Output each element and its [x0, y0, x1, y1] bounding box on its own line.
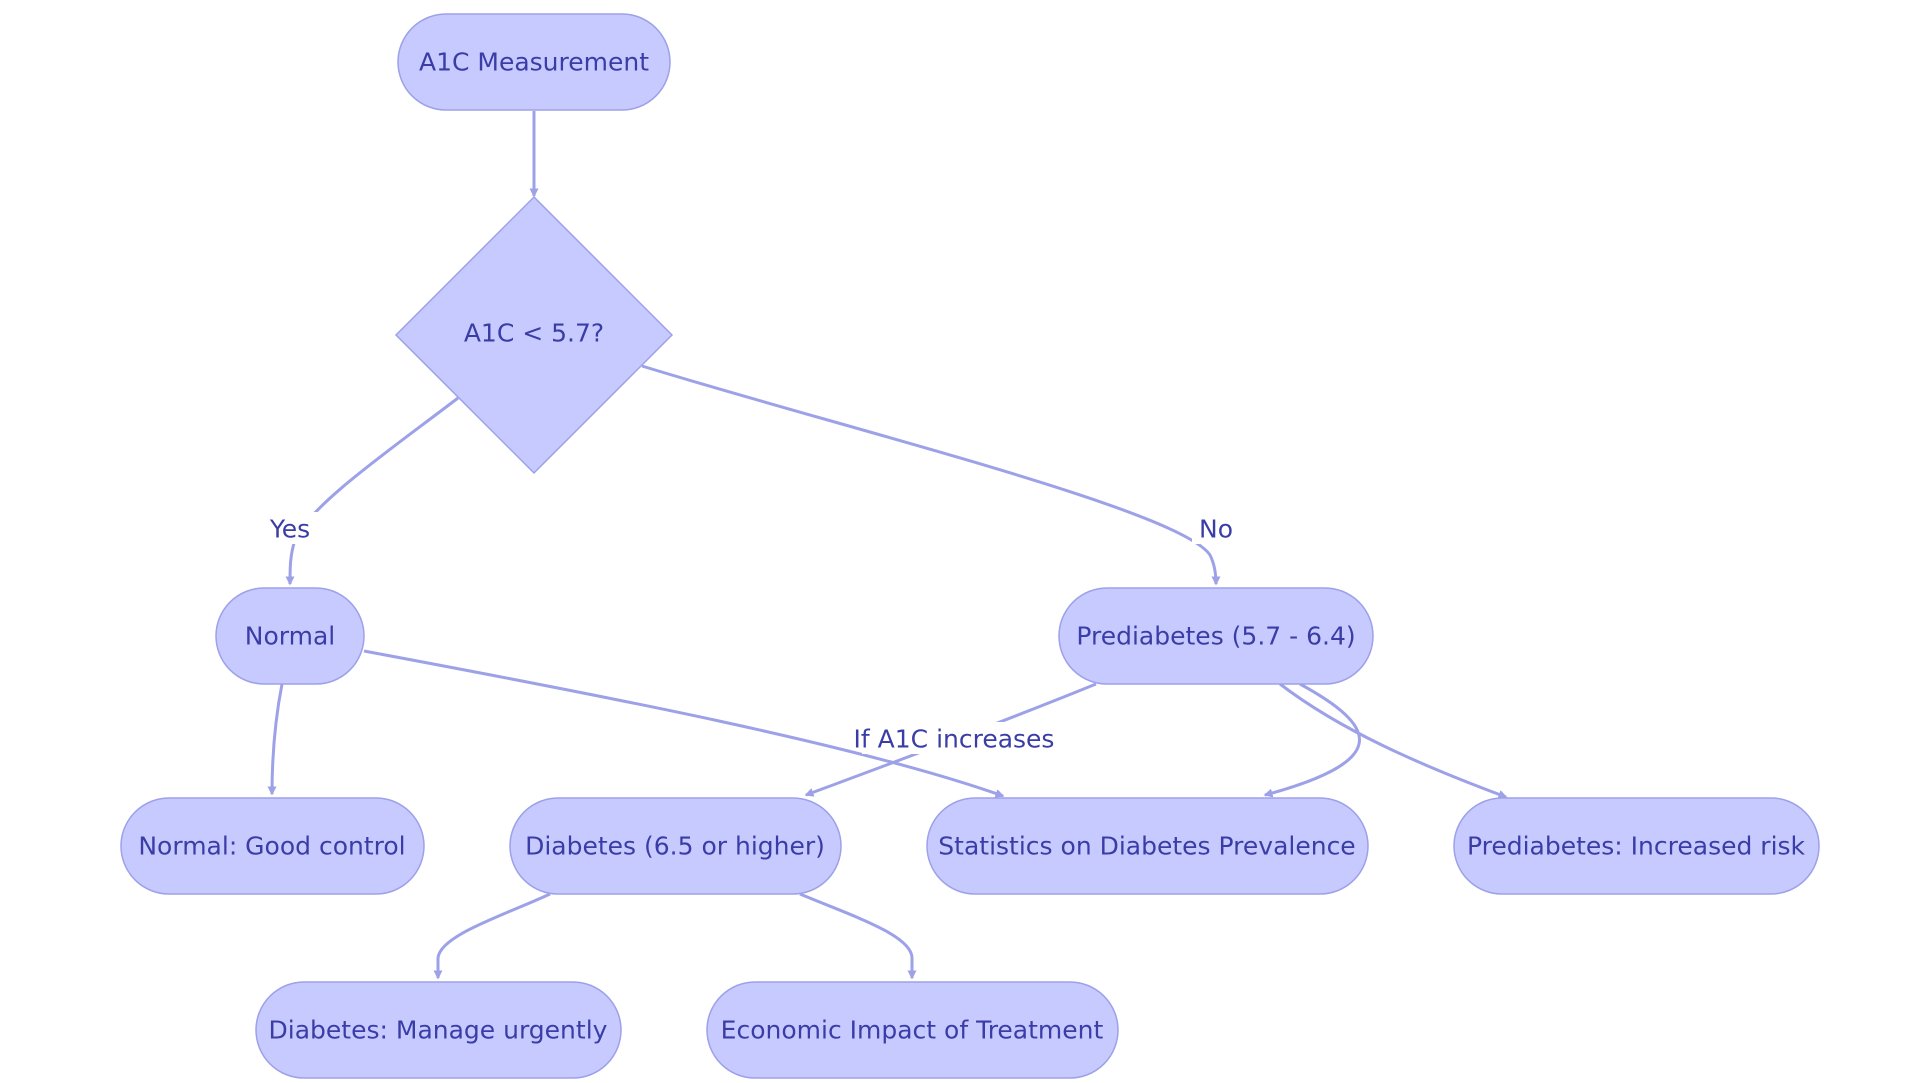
- nodes: A1C Measurement A1C < 5.7? Normal Predia…: [120, 13, 1820, 1079]
- edge-label-no-bg: [1192, 512, 1242, 544]
- node-normal-good-control-label: Normal: Good control: [138, 832, 405, 861]
- node-diabetes-manage-urgently[interactable]: Diabetes: Manage urgently: [255, 981, 622, 1079]
- node-normal-good-control-shape: [120, 797, 425, 895]
- edge-labels: Yes No If A1C increases: [262, 512, 1242, 754]
- edge-normal-to-statistics: [363, 649, 1005, 798]
- node-statistics-shape: [926, 797, 1369, 895]
- node-economic-impact-label: Economic Impact of Treatment: [721, 1016, 1104, 1045]
- node-normal[interactable]: Normal: [215, 587, 365, 685]
- edge-label-yes: Yes: [269, 515, 310, 544]
- edge-label-yes-bg: [262, 512, 318, 544]
- node-diabetes-shape: [509, 797, 842, 895]
- node-diabetes-manage-urgently-shape: [255, 981, 622, 1079]
- node-normal-label: Normal: [245, 622, 335, 651]
- node-statistics[interactable]: Statistics on Diabetes Prevalence: [926, 797, 1369, 895]
- node-statistics-label: Statistics on Diabetes Prevalence: [938, 832, 1355, 861]
- node-diabetes-manage-urgently-label: Diabetes: Manage urgently: [269, 1016, 608, 1045]
- node-a1c-measurement[interactable]: A1C Measurement: [397, 13, 671, 111]
- node-normal-good-control[interactable]: Normal: Good control: [120, 797, 425, 895]
- node-prediabetes-shape: [1058, 587, 1374, 685]
- node-diabetes[interactable]: Diabetes (6.5 or higher): [509, 797, 842, 895]
- edge-prediabetes-to-statistics: [1263, 682, 1361, 798]
- node-economic-impact-shape: [706, 981, 1119, 1079]
- edge-diabetes-to-economic-impact: [799, 892, 917, 980]
- node-prediabetes-label: Prediabetes (5.7 - 6.4): [1076, 622, 1355, 651]
- node-a1c-measurement-label: A1C Measurement: [419, 48, 649, 77]
- node-decision-label: A1C < 5.7?: [464, 319, 604, 348]
- node-prediabetes[interactable]: Prediabetes (5.7 - 6.4): [1058, 587, 1374, 685]
- edge-label-no: No: [1199, 515, 1233, 544]
- edge-normal-to-good-control: [267, 683, 284, 796]
- node-normal-shape: [215, 587, 365, 685]
- edge-prediabetes-to-increased-risk: [1279, 682, 1508, 799]
- node-a1c-measurement-shape: [397, 13, 671, 111]
- edge-label-if-a1c-increases: If A1C increases: [854, 725, 1055, 754]
- edge-label-if-a1c-increases-bg: [862, 722, 1046, 754]
- node-prediabetes-increased-risk-shape: [1453, 797, 1820, 895]
- edge-diabetes-to-manage-urgently: [433, 892, 551, 980]
- edge-decision-to-prediabetes: [641, 364, 1221, 586]
- node-decision-shape: [394, 195, 674, 475]
- node-economic-impact[interactable]: Economic Impact of Treatment: [706, 981, 1119, 1079]
- node-decision[interactable]: A1C < 5.7?: [394, 195, 674, 475]
- node-prediabetes-increased-risk[interactable]: Prediabetes: Increased risk: [1453, 797, 1820, 895]
- node-prediabetes-increased-risk-label: Prediabetes: Increased risk: [1467, 832, 1806, 861]
- node-diabetes-label: Diabetes (6.5 or higher): [525, 832, 825, 861]
- edge-decision-to-normal: [285, 396, 459, 586]
